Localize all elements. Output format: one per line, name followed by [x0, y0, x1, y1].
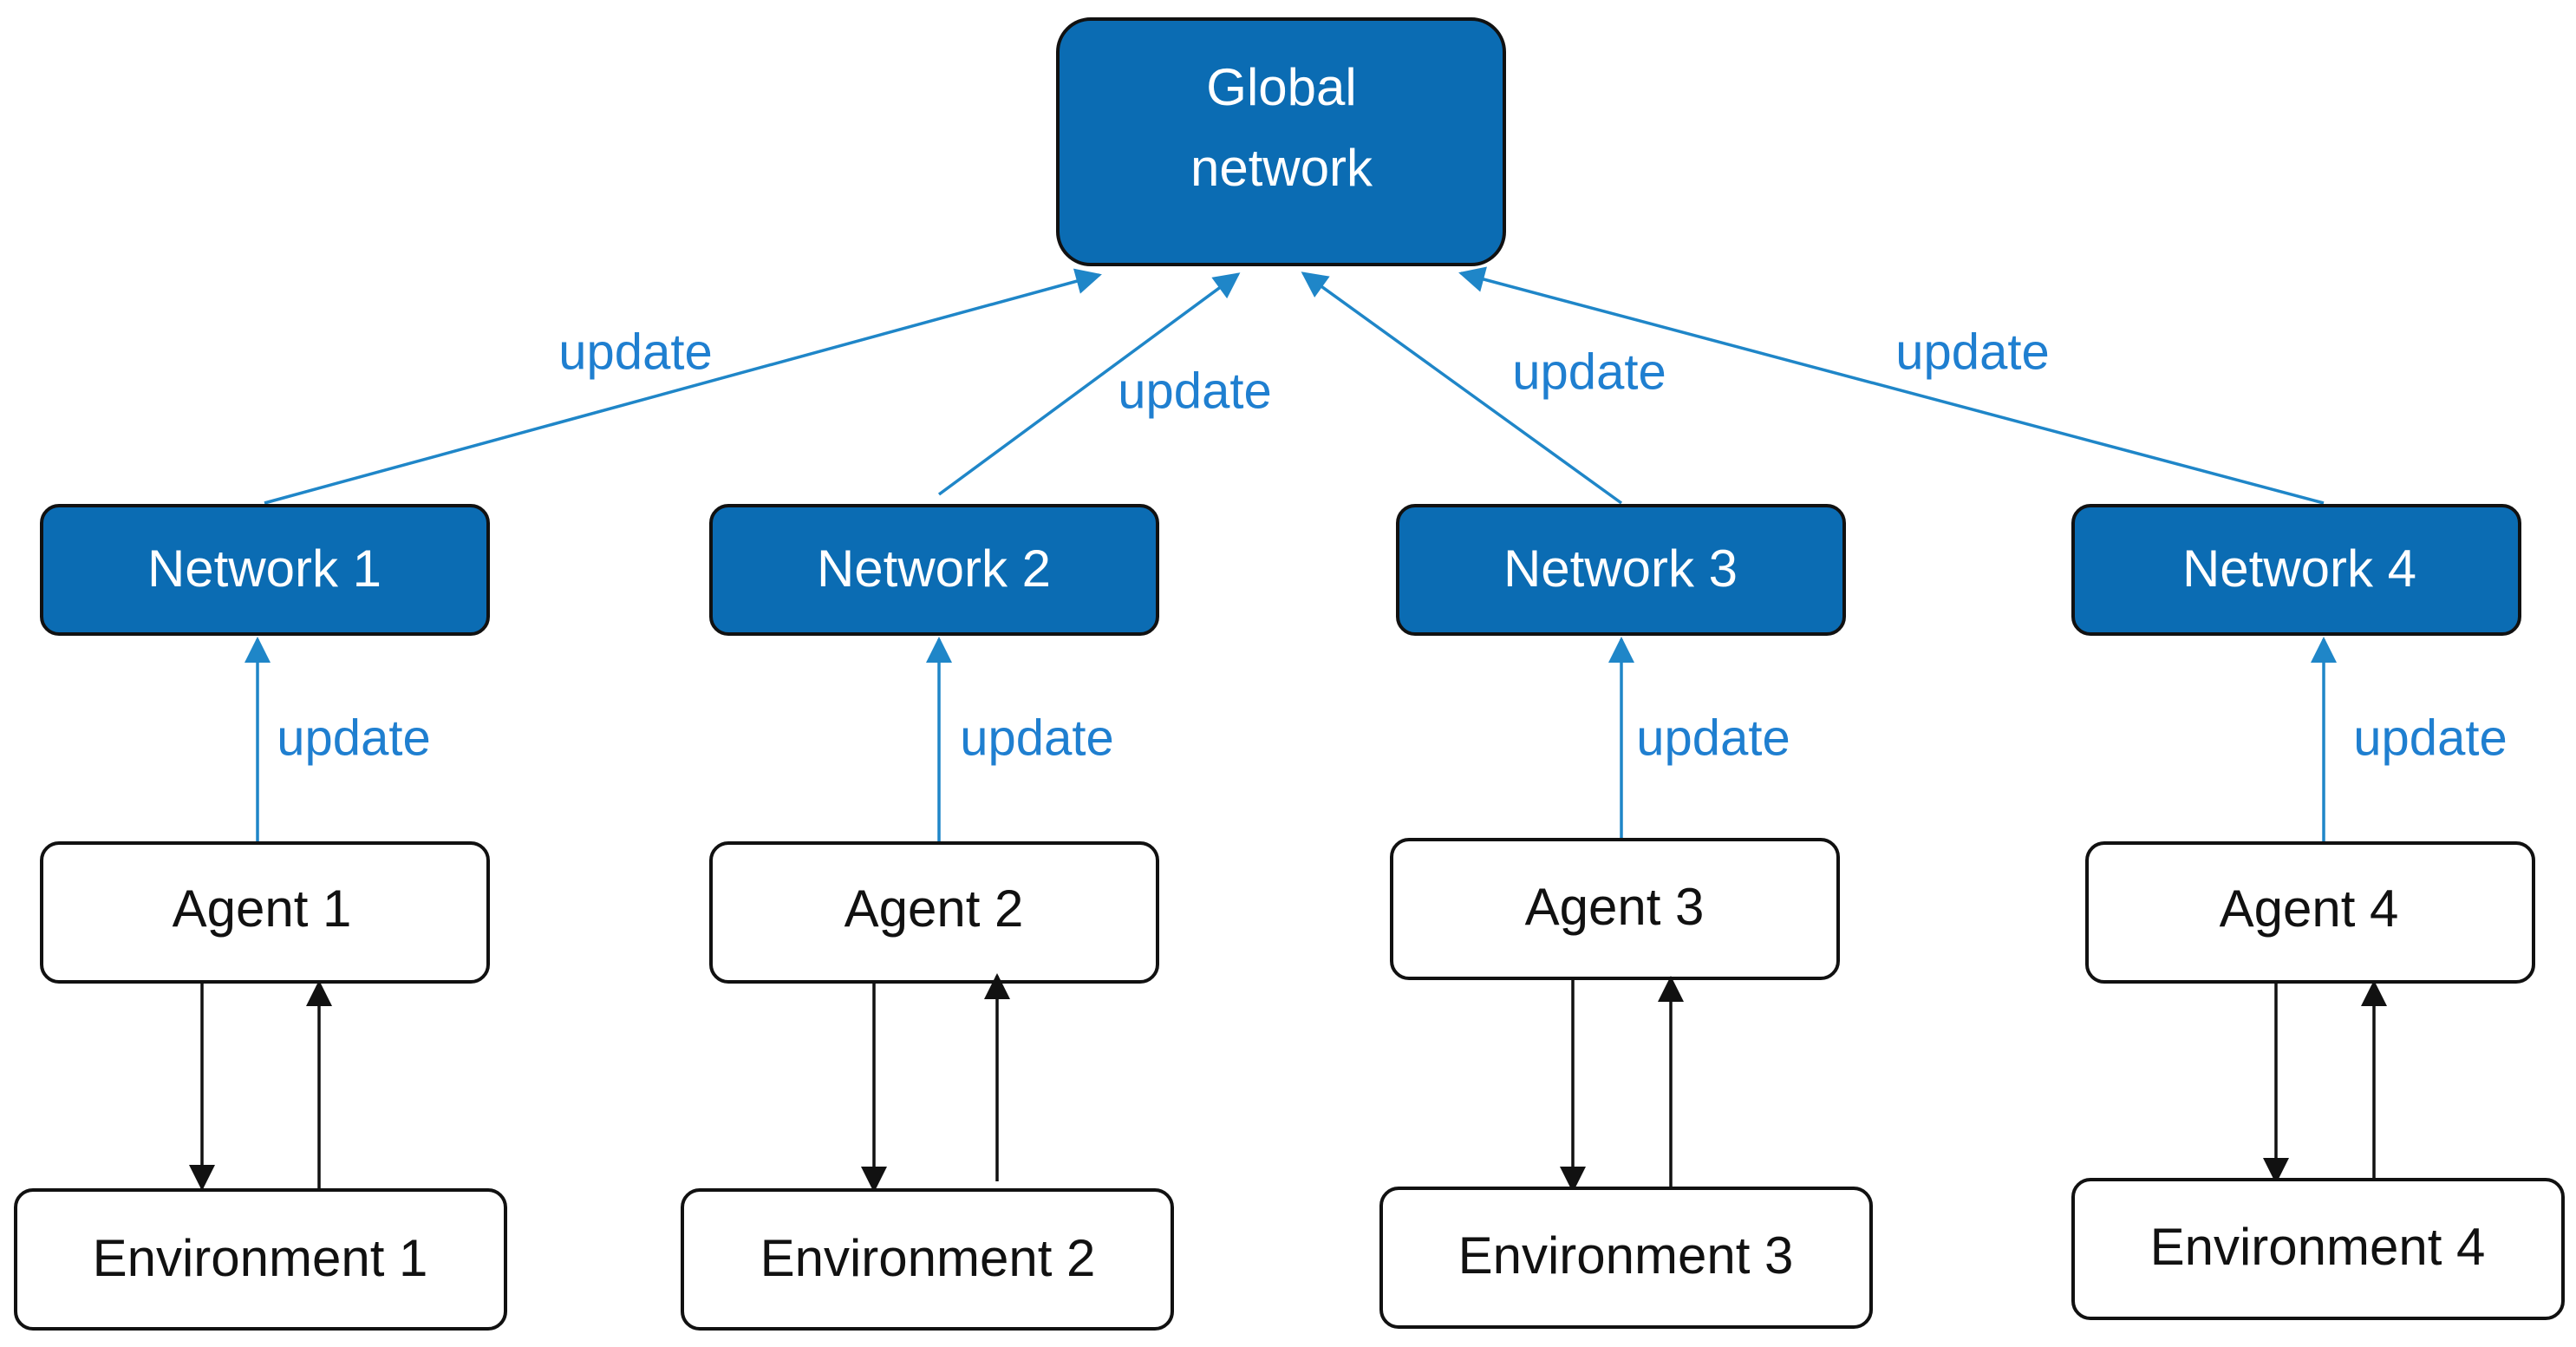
environment-3-label: Environment 3 — [1458, 1226, 1794, 1285]
update-label-network2-global: update — [1118, 363, 1271, 419]
connector-network3-global — [1301, 271, 1623, 505]
connector-network1-global — [264, 268, 1102, 505]
environment-node-2: Environment 2 — [681, 1188, 1174, 1331]
agent-to-network-connectors — [245, 637, 2337, 846]
agent-1-label: Agent 1 — [173, 879, 352, 938]
network-node-1: Network 1 — [40, 504, 490, 636]
global-network-node: Global network — [1056, 17, 1506, 266]
update-label-network3-global: update — [1512, 343, 1666, 400]
update-label-network4-global: update — [1895, 324, 2049, 380]
agent-3-label: Agent 3 — [1525, 878, 1705, 936]
agent-node-4: Agent 4 — [2085, 841, 2535, 984]
network-node-4: Network 4 — [2071, 504, 2521, 636]
network-node-3: Network 3 — [1396, 504, 1846, 636]
network-to-global-connectors — [264, 266, 2325, 505]
connector-network2-global — [937, 272, 1241, 496]
global-network-label-line2: network — [1190, 139, 1373, 197]
global-network-label-line1: Global — [1206, 58, 1356, 116]
environment-2-label: Environment 2 — [760, 1229, 1096, 1287]
agent-4-label: Agent 4 — [2220, 879, 2399, 938]
network-4-label: Network 4 — [2182, 539, 2416, 598]
network-node-2: Network 2 — [709, 504, 1159, 636]
network-1-label: Network 1 — [147, 539, 382, 598]
environment-node-4: Environment 4 — [2071, 1178, 2565, 1320]
environment-4-label: Environment 4 — [2150, 1218, 2486, 1276]
environment-node-3: Environment 3 — [1379, 1187, 1873, 1329]
agent-node-2: Agent 2 — [709, 841, 1159, 984]
update-label-agent1-network1: update — [277, 709, 430, 766]
agent-environment-connectors — [189, 973, 2387, 1193]
agent-node-3: Agent 3 — [1390, 838, 1840, 980]
connector-network4-global — [1458, 266, 2325, 505]
update-label-agent3-network3: update — [1636, 709, 1790, 766]
update-label-network1-global: update — [558, 324, 712, 380]
network-3-label: Network 3 — [1503, 539, 1738, 598]
environment-node-1: Environment 1 — [14, 1188, 507, 1331]
network-2-label: Network 2 — [817, 539, 1051, 598]
environment-1-label: Environment 1 — [93, 1229, 428, 1287]
agent-node-1: Agent 1 — [40, 841, 490, 984]
agent-2-label: Agent 2 — [845, 879, 1024, 938]
update-label-agent4-network4: update — [2353, 709, 2507, 766]
update-label-agent2-network2: update — [960, 709, 1113, 766]
